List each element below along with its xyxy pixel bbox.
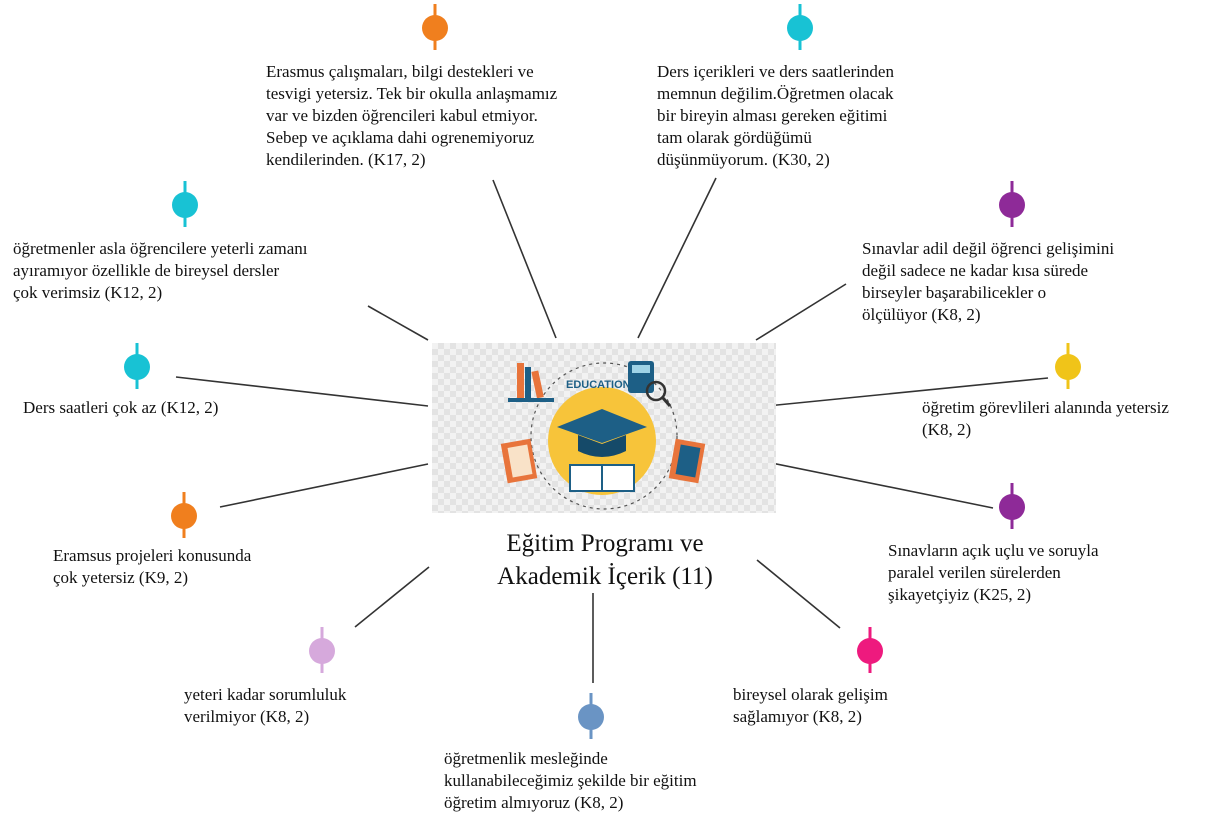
- node-text-ogretim-gorevlileri: öğretim görevlileri alanında yetersiz (K…: [922, 398, 1169, 439]
- pins: [124, 4, 1081, 739]
- pin-bireysel-olarak: [857, 627, 883, 673]
- center-title: Eğitim Programı ve Akademik İçerik (11): [497, 530, 713, 590]
- pin-sinavlar-adil: [999, 181, 1025, 227]
- pin-ders-icerikleri: [787, 4, 813, 50]
- connector-ders-icerikleri: [637, 177, 717, 339]
- node-text-sinavlarin-acik-uclu: Sınavların açık uçlu ve soruyla paralel …: [888, 541, 1099, 604]
- connector-sinavlar-adil: [755, 283, 847, 341]
- pin-sinavlarin-acik-uclu: [999, 483, 1025, 529]
- magnifier-icon: [645, 380, 667, 402]
- pin-dot: [171, 503, 197, 529]
- node-text-eramsus-projeleri: Eramsus projeleri konusunda çok yetersiz…: [53, 546, 252, 587]
- node-text-ders-icerikleri: Ders içerikleri ve ders saatlerinden mem…: [657, 62, 894, 169]
- pin-dot: [999, 192, 1025, 218]
- pin-dot: [578, 704, 604, 730]
- center-illustration: EDUCATION: [432, 343, 776, 513]
- node-text-bireysel-olarak: bireysel olarak gelişim sağlamıyor (K8, …: [733, 685, 888, 726]
- connector-ogretim-gorevlileri: [756, 377, 1049, 408]
- pin-dot: [857, 638, 883, 664]
- node-text-yeteri-kadar: yeteri kadar sorumluluk verilmiyor (K8, …: [184, 685, 347, 726]
- education-illustration: [500, 361, 706, 510]
- pin-ders-saatleri: [124, 343, 150, 389]
- graduation-cap-icon: [557, 409, 647, 443]
- pin-ogretmenlik-meslegi: [578, 693, 604, 739]
- pin-dot: [1055, 354, 1081, 380]
- connector-bireysel-olarak: [756, 559, 841, 629]
- pin-dot: [787, 15, 813, 41]
- pin-erasmus-calismalari: [422, 4, 448, 50]
- pin-ogretmenler-asla: [172, 181, 198, 227]
- connector-erasmus-calismalari: [492, 179, 557, 339]
- pin-dot: [172, 192, 198, 218]
- connector-ogretmenler-asla: [367, 305, 429, 341]
- node-text-ders-saatleri: Ders saatleri çok az (K12, 2): [23, 398, 219, 417]
- pin-eramsus-projeleri: [171, 492, 197, 538]
- pin-dot: [999, 494, 1025, 520]
- node-text-sinavlar-adil: Sınavlar adil değil öğrenci gelişimini d…: [862, 239, 1115, 324]
- book-icon: [517, 363, 524, 398]
- connector-lines: [175, 177, 1049, 683]
- pin-dot: [422, 15, 448, 41]
- connector-ders-saatleri: [175, 376, 429, 407]
- pin-yeteri-kadar: [309, 627, 335, 673]
- connector-yeteri-kadar: [354, 566, 430, 628]
- pin-dot: [309, 638, 335, 664]
- node-text-erasmus-calismalari: Erasmus çalışmaları, bilgi destekleri ve…: [266, 62, 558, 169]
- pin-dot: [124, 354, 150, 380]
- node-text-ogretmenler-asla: öğretmenler asla öğrencilere yeterli zam…: [13, 239, 308, 302]
- node-text-ogretmenlik-meslegi: öğretmenlik mesleğinde kullanabileceğimi…: [444, 749, 697, 812]
- pin-ogretim-gorevlileri: [1055, 343, 1081, 389]
- illustration-label: EDUCATION: [566, 379, 631, 391]
- connector-eramsus-projeleri: [219, 463, 429, 508]
- connector-sinavlarin-acik-uclu: [756, 459, 994, 509]
